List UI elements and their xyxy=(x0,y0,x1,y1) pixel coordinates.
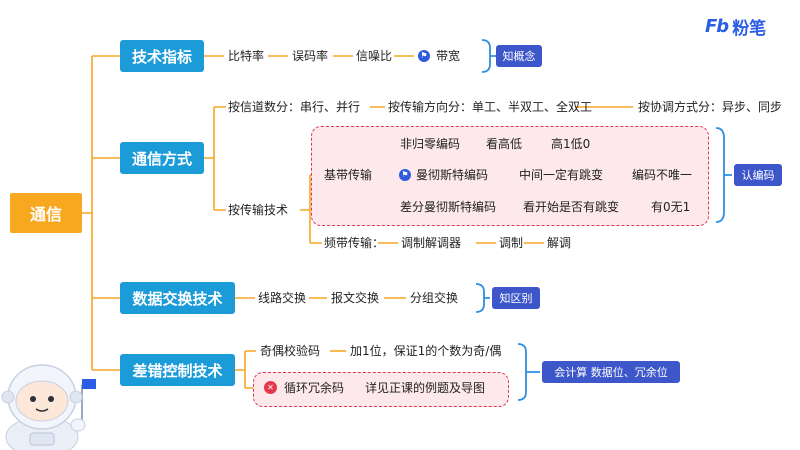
node-message-switching: 报文交换 xyxy=(331,291,380,305)
node-crc: 循环冗余码 xyxy=(284,381,345,395)
node-manchester: 曼彻斯特编码 xyxy=(416,168,489,182)
node-parity-note: 加1位，保证1的个数为奇/偶 xyxy=(350,344,502,358)
tag-calculation: 会计算 数据位、冗余位 xyxy=(542,361,680,383)
node-by-direction: 按传输方向分：单工、半双工、全双工 xyxy=(388,100,593,114)
brand-logo: Fb 粉笔 xyxy=(705,14,766,39)
branch-error-control: 差错控制技术 xyxy=(120,354,235,386)
brand-name: 粉笔 xyxy=(732,19,767,39)
node-diff-manchester-a: 看开始是否有跳变 xyxy=(523,200,620,214)
branch-comm-mode: 通信方式 xyxy=(120,142,204,174)
node-baseband: 基带传输 xyxy=(324,168,373,182)
node-packet-switching: 分组交换 xyxy=(410,291,459,305)
node-bitrate: 比特率 xyxy=(228,49,265,63)
crc-highlight xyxy=(253,372,509,407)
node-nrz-a: 看高低 xyxy=(486,137,523,151)
node-circuit-switching: 线路交换 xyxy=(258,291,307,305)
astronaut-mascot-icon xyxy=(1,364,96,450)
node-by-channels: 按信道数分：串行、并行 xyxy=(228,100,361,114)
node-by-sync: 按协调方式分：异步、同步 xyxy=(638,100,783,114)
node-manchester-a: 中间一定有跳变 xyxy=(519,168,604,182)
flag-icon: ⚑ xyxy=(399,169,411,181)
flag-icon: ⚑ xyxy=(418,50,430,62)
baseband-highlight xyxy=(311,126,709,226)
close-circle-icon: ✕ xyxy=(264,381,277,394)
node-diff-manchester: 差分曼彻斯特编码 xyxy=(400,200,497,214)
tag-concept: 知概念 xyxy=(496,45,542,67)
node-modulation: 调制 xyxy=(499,236,524,250)
node-crc-note: 详见正课的例题及导图 xyxy=(365,381,486,395)
node-nrz-b: 高1低0 xyxy=(551,137,591,151)
node-nrz: 非归零编码 xyxy=(400,137,461,151)
node-error-rate: 误码率 xyxy=(292,49,329,63)
node-bandwidth: 带宽 xyxy=(436,49,461,63)
branch-tech-index: 技术指标 xyxy=(120,40,204,72)
brand-mark: Fb xyxy=(705,16,729,37)
node-by-tech: 按传输技术 xyxy=(228,203,289,217)
root-node: 通信 xyxy=(10,193,82,233)
node-diff-manchester-b: 有0无1 xyxy=(651,200,691,214)
node-modem: 调制解调器 xyxy=(401,236,462,250)
branch-switching: 数据交换技术 xyxy=(120,282,235,314)
node-manchester-b: 编码不唯一 xyxy=(632,168,693,182)
node-snr: 信噪比 xyxy=(356,49,393,63)
tag-encoding: 认编码 xyxy=(734,164,782,186)
tag-difference: 知区别 xyxy=(492,287,540,309)
node-parity: 奇偶校验码 xyxy=(260,344,321,358)
node-demodulation: 解调 xyxy=(547,236,572,250)
node-broadband: 频带传输： xyxy=(324,236,385,250)
